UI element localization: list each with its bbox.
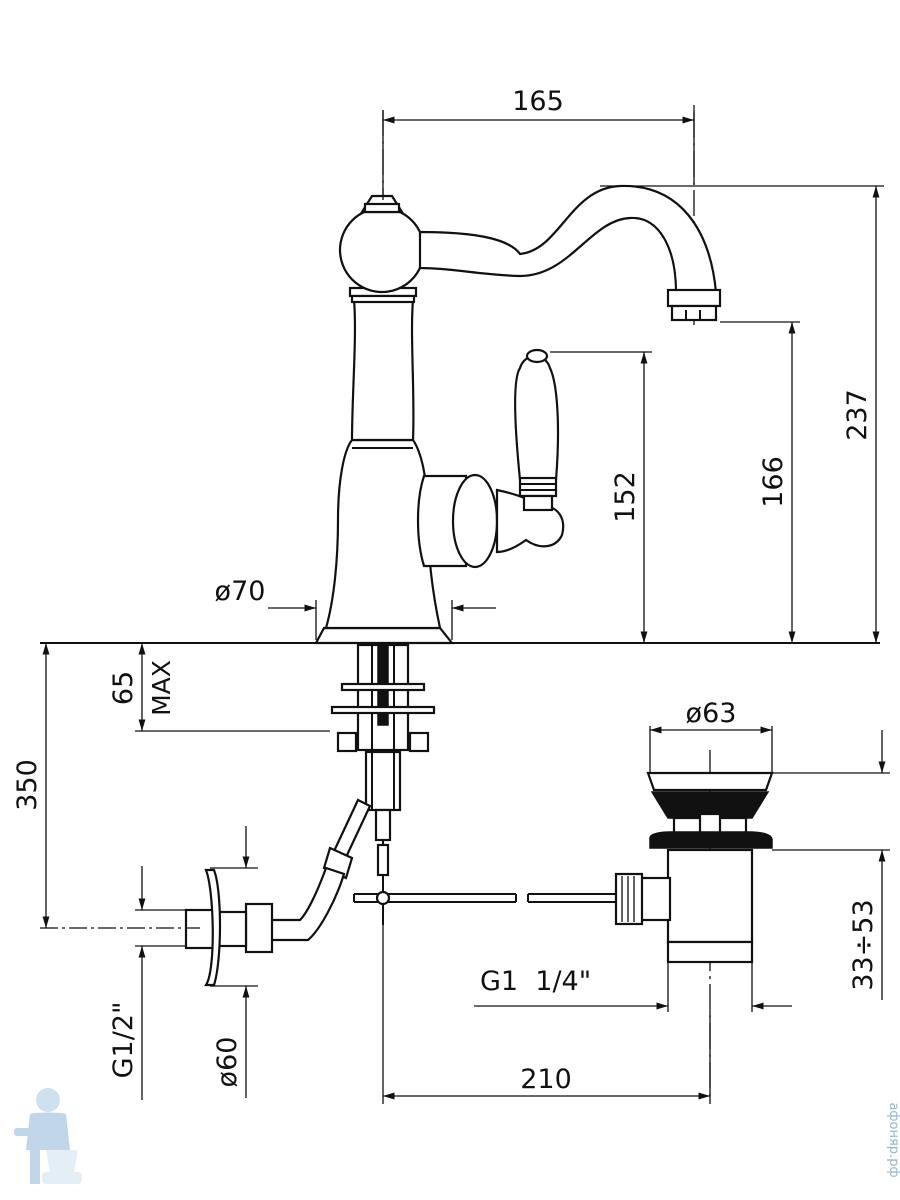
dim-waste-diameter: ø63 xyxy=(686,698,737,729)
dim-deck-thickness-value: 65 xyxy=(108,671,139,705)
waste-assembly xyxy=(614,771,774,964)
dim-base-diameter: ø70 xyxy=(215,576,266,607)
dim-spout-outlet-height: 166 xyxy=(758,456,789,508)
supply-hose xyxy=(184,798,372,987)
dim-supply-thread: G1/2" xyxy=(108,1002,139,1079)
mounting-assembly xyxy=(330,643,436,925)
dim-waste-adjust-range: 33÷53 xyxy=(848,899,879,990)
popup-rod xyxy=(353,890,615,906)
plumber-mascot-icon xyxy=(14,1088,82,1184)
dim-deck-thickness-suffix: MAX xyxy=(147,660,176,716)
dim-escutcheon-diameter: ø60 xyxy=(212,1037,243,1088)
dim-tap-to-waste-distance: 210 xyxy=(520,1064,572,1095)
dim-lever-height: 152 xyxy=(610,471,641,523)
dim-spout-reach: 165 xyxy=(512,86,564,117)
faucet-body xyxy=(314,184,722,645)
dim-waste-thread: G1 1/4" xyxy=(480,966,591,997)
dim-total-height: 237 xyxy=(842,389,873,441)
watermark-text: афоняр.рф xyxy=(886,1102,900,1177)
dim-supply-hose-length: 350 xyxy=(12,759,43,811)
